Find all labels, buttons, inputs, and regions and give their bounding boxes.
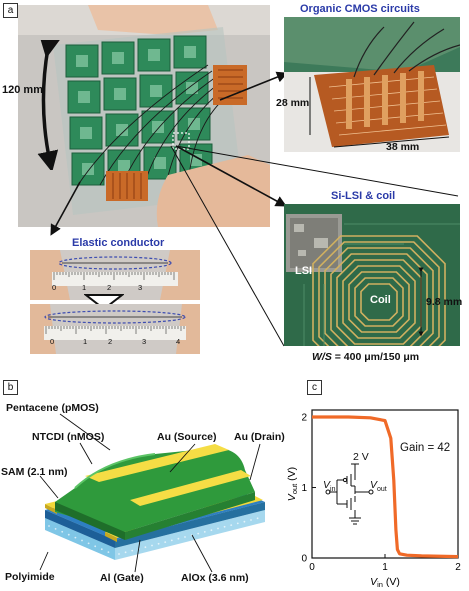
vin-main: V — [323, 479, 331, 491]
ruler-bottom-tick-1: 1 — [83, 337, 88, 346]
ws-value: = 400 μm/150 μm — [331, 351, 420, 363]
x-axis-label: Vin (V) — [370, 576, 400, 589]
sam-label: SAM (2.1 nm) — [1, 466, 68, 478]
panel-c-label: c — [307, 380, 322, 395]
vdd-label: 2 V — [353, 451, 369, 463]
vout-label: Vout — [370, 479, 387, 493]
ruler-bottom-tick-2: 2 — [108, 337, 113, 346]
au-drain-label: Au (Drain) — [234, 431, 285, 443]
elastic-conductor-title: Elastic conductor — [72, 237, 165, 249]
dimension-arrow-98 — [418, 267, 424, 337]
si-lsi-coil-photo — [284, 204, 460, 346]
vout-sub: out — [377, 486, 387, 494]
vout-main: V — [370, 479, 378, 491]
transfer-curve-line — [312, 415, 459, 559]
ntcdi-label: NTCDI (nMOS) — [32, 431, 105, 443]
gain-label: Gain = 42 — [400, 442, 451, 454]
vin-label: Vin — [323, 479, 335, 493]
ruler-bottom-tick-3: 3 — [142, 337, 147, 346]
pentacene-label: Pentacene (pMOS) — [6, 402, 99, 414]
stretch-arrow — [84, 294, 124, 311]
ruler-top-tick-1: 1 — [82, 283, 87, 292]
alox-label: AlOx (3.6 nm) — [181, 572, 249, 584]
panel-a-label: a — [3, 3, 18, 18]
y-tick-label: 0 — [301, 554, 307, 565]
ruler-top-tick-3: 3 — [138, 283, 143, 292]
elastic-conductor-photo-bottom — [30, 304, 200, 354]
ruler-bottom-tick-0: 0 — [50, 337, 55, 346]
organic-cmos-photo — [284, 17, 460, 152]
ruler-bottom-tick-4: 4 — [176, 337, 181, 346]
panel-b-leader-lines — [39, 413, 261, 573]
y-axis-label: Vout (V) — [286, 467, 299, 501]
polyimide-label: Polyimide — [5, 571, 55, 583]
al-gate-label: Al (Gate) — [100, 572, 144, 584]
organic-cmos-title: Organic CMOS circuits — [300, 3, 420, 15]
panel-b-label: b — [3, 380, 18, 395]
si-lsi-coil-title: Si-LSI & coil — [331, 190, 396, 202]
x-tick-label: 0 — [309, 562, 315, 573]
x-tick-label: 2 — [455, 562, 461, 573]
elastic-conductor-photo-top — [30, 250, 200, 300]
inverter-schematic — [325, 463, 374, 525]
device-cross-section — [45, 444, 265, 560]
y-tick-label: 2 — [301, 413, 307, 424]
lsi-label: LSI — [295, 265, 313, 277]
coil-label: Coil — [370, 294, 391, 306]
ws-spec: W/S = 400 μm/150 μm — [312, 351, 419, 363]
dimension-arrow-120 — [37, 40, 61, 170]
dimension-120-label: 120 mm — [2, 84, 43, 96]
x-tick-label: 1 — [382, 562, 388, 573]
ruler-top-tick-0: 0 — [52, 283, 57, 292]
vin-sub: in — [330, 486, 336, 494]
ruler-top-tick-2: 2 — [107, 283, 112, 292]
au-source-label: Au (Source) — [157, 431, 217, 443]
ws-prefix: W/S — [312, 351, 332, 363]
sensor-sheet-photo — [18, 5, 270, 227]
dimension-28-label: 28 mm — [276, 97, 310, 109]
y-tick-label: 1 — [301, 483, 307, 494]
callout-arrows — [50, 71, 459, 347]
dimension-98-label: 9.8 mm — [426, 296, 463, 308]
dimension-38-label: 38 mm — [386, 141, 420, 153]
